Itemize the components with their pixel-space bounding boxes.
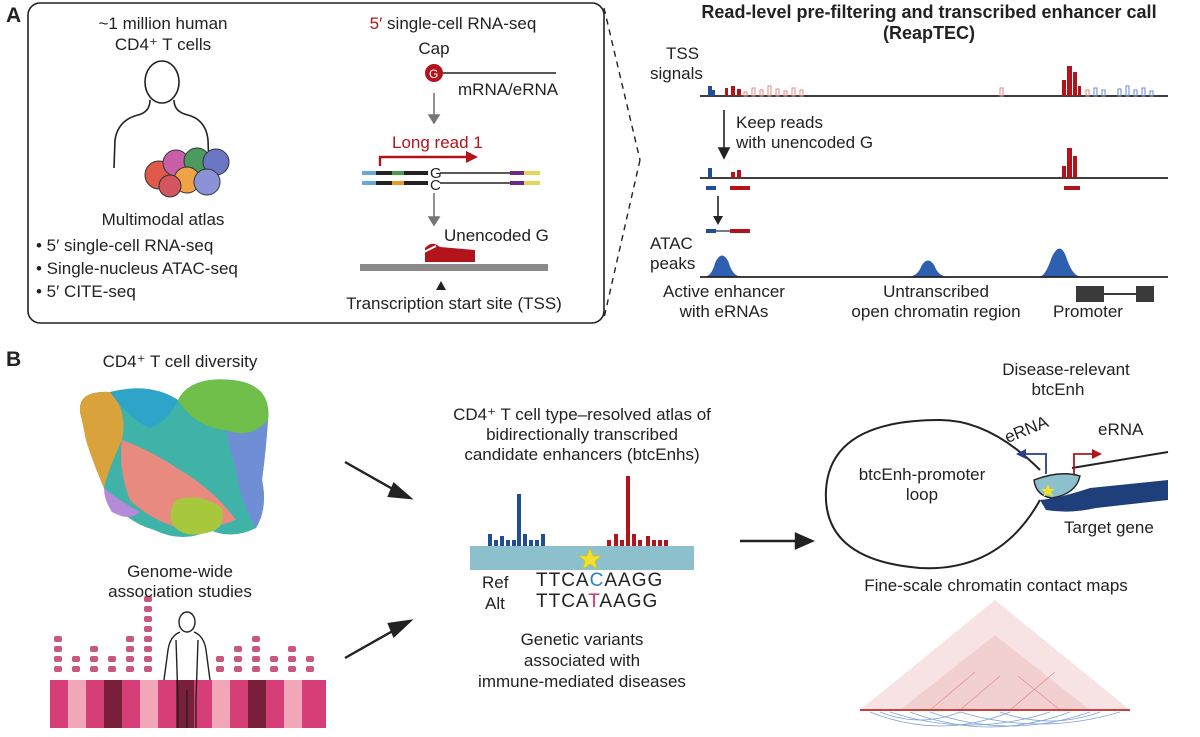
tss-label: Transcription start site (TSS) [346, 294, 562, 313]
flow-arrows [344, 460, 815, 660]
enhancer-signal-bars [470, 476, 694, 570]
tss-signals-1: TSS [666, 44, 700, 63]
human-figure-icon [163, 611, 211, 728]
variants-1: Genetic variants [520, 630, 644, 649]
cells-line1: ~1 million human [98, 14, 228, 33]
gwas-manhattan [50, 596, 326, 728]
mrna-label: mRNA/eRNA [458, 80, 559, 99]
panel-a-frame [27, 2, 605, 324]
method-text: single-cell RNA-seq [387, 14, 537, 33]
method-label: 5′ single-cell RNA-seq [370, 14, 537, 34]
variant-star-icon [577, 546, 603, 570]
ref-sequence: TTCACAAGG [536, 571, 663, 591]
tss-arrowhead [436, 281, 446, 290]
reaptec-title-1: Read-level pre-filtering and transcribed… [701, 2, 1157, 22]
variants-2: associated with [523, 651, 641, 670]
method-prime: 5′ [369, 14, 383, 33]
active-enhancer-1: Active enhancer [663, 282, 785, 301]
c-letter-bottom: C [430, 177, 441, 194]
cap-g: G [429, 67, 439, 81]
erna-right-arrow [1073, 453, 1094, 474]
atac-label-2: peaks [650, 254, 696, 273]
enhancer-promoter-loop [824, 418, 1169, 570]
gwas-label-1: Genome-wide [127, 562, 233, 581]
panel-b-letter: B [6, 348, 22, 371]
ref-seq-c: AAGG [604, 570, 664, 591]
contact-map [860, 600, 1130, 728]
btcenh-star-icon [1041, 484, 1055, 497]
active-enhancer-2: with eRNAs [679, 302, 769, 321]
cells-line2: CD4⁺ T cells [114, 35, 212, 54]
target-gene-label: Target gene [1064, 518, 1154, 537]
ref-label: Ref [482, 573, 509, 592]
panel-a-letter: A [6, 4, 22, 27]
read-shape [425, 243, 475, 262]
process-arrows [427, 93, 441, 227]
cap-circle [425, 64, 443, 82]
erna-right-label: eRNA [1098, 420, 1144, 439]
promoter-gene-icon [1076, 286, 1154, 302]
g-letter-top: G [430, 165, 442, 182]
tss-signals-2: signals [650, 64, 703, 83]
contact-map-label: Fine-scale chromatin contact maps [864, 576, 1128, 595]
alt-sequence: TTCATAAGG [536, 592, 658, 612]
library-strands [362, 171, 540, 185]
disease-label-2: btcEnh [1031, 380, 1085, 399]
long-read-label: Long read 1 [392, 133, 483, 152]
target-gene-band [1040, 480, 1168, 512]
alt-label: Alt [485, 594, 505, 613]
diversity-label: CD4⁺ T cell diversity [102, 352, 258, 371]
disease-label-1: Disease-relevant [1002, 360, 1130, 379]
loop-label-2: loop [905, 485, 939, 504]
bullet-2: • Single-nucleus ATAC-seq [36, 259, 238, 278]
long-read-arrow [378, 155, 470, 166]
ref-seq-b: C [589, 570, 605, 591]
zoom-line-bottom [603, 159, 641, 319]
promoter-label: Promoter [1053, 302, 1123, 321]
t-cells-cluster [144, 147, 230, 198]
ref-seq-a: TTCA [536, 570, 590, 591]
genome-bar [360, 264, 548, 271]
read-pairs [706, 186, 1080, 233]
zoom-line-top [603, 7, 641, 161]
untranscribed-1: Untranscribed [883, 282, 989, 301]
tss-track-1 [700, 66, 1168, 97]
atlas-b-3: candidate enhancers (btcEnhs) [464, 445, 700, 464]
untranscribed-2: open chromatin region [851, 302, 1021, 321]
alt-seq-c: AAGG [599, 591, 659, 612]
keep-reads-2: with unencoded G [736, 133, 874, 152]
bullet-1: • 5′ single-cell RNA-seq [36, 236, 214, 255]
atlas-b-2: bidirectionally transcribed [486, 425, 678, 444]
variants-3: immune-mediated diseases [478, 672, 686, 691]
erna-left-arrow [1024, 453, 1047, 474]
atlas-label: Multimodal atlas [101, 210, 225, 229]
keep-reads-1: Keep reads [736, 113, 823, 132]
atlas-b-1: CD4⁺ T cell type–resolved atlas of [453, 405, 711, 424]
alt-seq-b: T [588, 591, 600, 612]
atac-track [700, 248, 1168, 278]
gwas-label-2: association studies [108, 582, 252, 601]
bullet-3: • 5′ CITE-seq [36, 282, 136, 301]
unencoded-g-label: Unencoded G [444, 226, 549, 245]
reaptec-title-2: (ReapTEC) [882, 23, 976, 43]
human-outline-icon [113, 60, 210, 169]
alt-seq-a: TTCA [536, 591, 589, 612]
tss-track-2 [700, 148, 1168, 179]
atac-label-1: ATAC [650, 234, 693, 253]
loop-label-1: btcEnh-promoter [858, 465, 986, 484]
cap-label: Cap [418, 39, 450, 58]
umap-clusters [79, 379, 269, 537]
keep-arrow [717, 110, 731, 160]
